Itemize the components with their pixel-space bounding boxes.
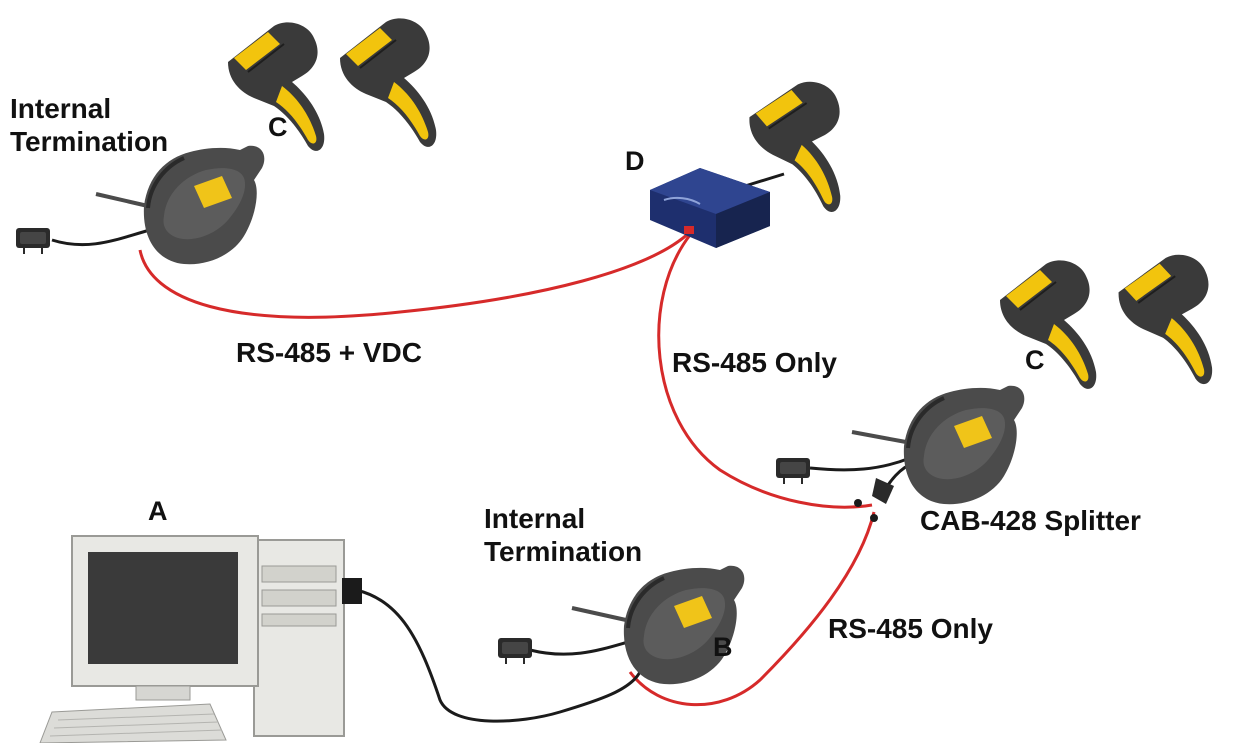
power-cable-right (809, 456, 911, 472)
cab-428-splitter-label: CAB-428 Splitter (920, 505, 1141, 536)
barcode-scanner-icon (1114, 251, 1218, 386)
rs485-only-upper-label: RS-485 Only (672, 347, 837, 378)
power-cable-left (51, 228, 151, 247)
label-line: Internal (484, 503, 586, 534)
pc-cable (355, 588, 642, 723)
label-a: A (148, 496, 168, 526)
label-line: Internal (10, 93, 112, 124)
rs485-hub-icon (650, 168, 785, 248)
desktop-computer-icon (39, 535, 362, 743)
power-cable-b (529, 640, 629, 656)
rs485-vdc-cable (138, 230, 692, 319)
label-d: D (625, 146, 645, 176)
label-line: Termination (10, 126, 169, 158)
barcode-scanner-icon (339, 17, 438, 148)
power-adapter-icon (775, 457, 811, 485)
rs485-only-cable-upper (657, 234, 873, 509)
internal-termination-left-label: Internal Termination (10, 92, 168, 158)
rs485-only-lower-label: RS-485 Only (828, 613, 993, 644)
label-b: B (713, 632, 733, 662)
label-c-top: C (268, 112, 288, 142)
cab-428-splitter (854, 478, 894, 522)
charging-cradle-icon (851, 383, 1027, 507)
power-adapter-icon (497, 637, 533, 665)
label-line: Termination (484, 536, 643, 568)
barcode-scanner-icon (999, 259, 1098, 390)
charging-cradle-icon (95, 143, 267, 267)
rs485-vdc-label: RS-485 + VDC (236, 337, 422, 368)
internal-termination-bottom-label: Internal Termination (484, 502, 642, 568)
rs485-only-cable-lower (628, 511, 876, 707)
label-c-right: C (1025, 345, 1045, 375)
charging-cradle-icon (571, 563, 747, 687)
power-adapter-icon (15, 227, 51, 255)
